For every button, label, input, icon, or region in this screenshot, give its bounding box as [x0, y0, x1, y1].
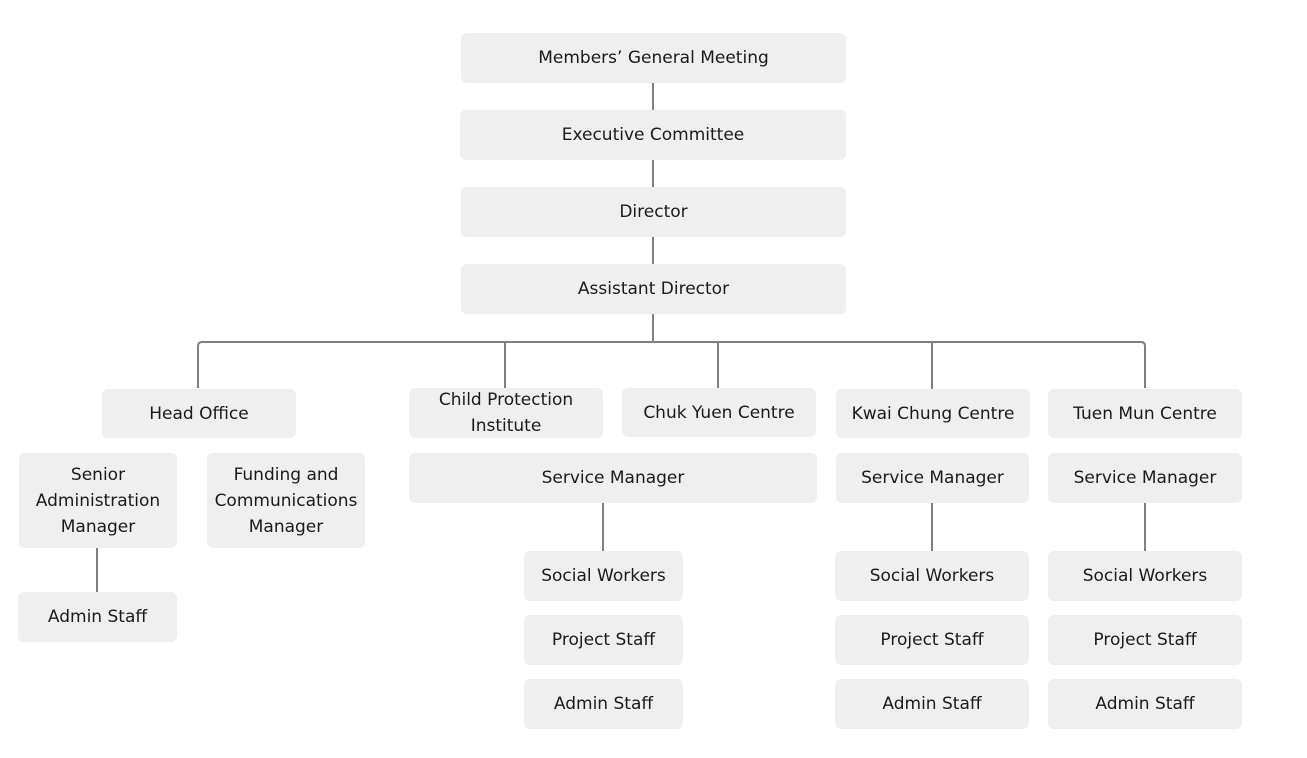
head-office-node: Head Office	[102, 389, 296, 438]
assistant-director-label: Assistant Director	[577, 279, 730, 299]
child-protection-institute-label: Child Protection Institute	[438, 390, 574, 436]
funding-communications-manager-node: Funding and Communications Manager	[207, 453, 365, 548]
executive-committee-node: Executive Committee	[460, 110, 846, 160]
tuen-mun-admin-staff-node: Admin Staff	[1048, 679, 1242, 729]
cpi-chuk-yuen-social-workers-label: Social Workers	[541, 566, 666, 586]
tuen-mun-service-manager-label: Service Manager	[1073, 468, 1217, 488]
funding-communications-manager-label: Funding and Communications Manager	[214, 464, 358, 537]
kwai-chung-service-manager-label: Service Manager	[861, 468, 1004, 488]
members-general-meeting-node: Members’ General Meeting	[461, 33, 846, 83]
tuen-mun-project-staff-label: Project Staff	[1093, 630, 1197, 650]
tuen-mun-project-staff-node: Project Staff	[1048, 615, 1242, 665]
members-general-meeting-label: Members’ General Meeting	[538, 48, 769, 68]
director-node: Director	[461, 187, 846, 237]
kwai-chung-project-staff-label: Project Staff	[880, 630, 984, 650]
kwai-chung-project-staff-node: Project Staff	[835, 615, 1029, 665]
tuen-mun-social-workers-label: Social Workers	[1082, 566, 1208, 586]
cpi-chuk-yuen-admin-staff-label: Admin Staff	[553, 694, 654, 714]
tuen-mun-centre-node: Tuen Mun Centre	[1048, 389, 1242, 438]
head-office-admin-staff-label: Admin Staff	[47, 607, 148, 627]
kwai-chung-centre-label: Kwai Chung Centre	[851, 403, 1015, 424]
kwai-chung-social-workers-label: Social Workers	[869, 566, 995, 586]
kwai-chung-admin-staff-node: Admin Staff	[835, 679, 1029, 729]
connector-bus	[197, 341, 1146, 388]
kwai-chung-social-workers-node: Social Workers	[835, 551, 1029, 601]
child-protection-institute-node: Child Protection Institute	[409, 388, 603, 438]
executive-committee-label: Executive Committee	[561, 125, 745, 145]
cpi-chuk-yuen-social-workers-node: Social Workers	[524, 551, 683, 601]
kwai-chung-admin-staff-label: Admin Staff	[882, 694, 982, 714]
tuen-mun-service-manager-node: Service Manager	[1048, 453, 1242, 503]
kwai-chung-service-manager-node: Service Manager	[836, 453, 1029, 503]
kwai-chung-centre-node: Kwai Chung Centre	[836, 389, 1030, 438]
senior-administration-manager-node: Senior Administration Manager	[19, 453, 177, 548]
head-office-admin-staff-node: Admin Staff	[18, 592, 177, 642]
tuen-mun-centre-label: Tuen Mun Centre	[1073, 403, 1217, 424]
tuen-mun-social-workers-node: Social Workers	[1048, 551, 1242, 601]
director-label: Director	[619, 202, 688, 222]
chuk-yuen-centre-label: Chuk Yuen Centre	[643, 402, 795, 423]
assistant-director-node: Assistant Director	[461, 264, 846, 314]
cpi-chuk-yuen-service-manager-node: Service Manager	[409, 453, 817, 503]
cpi-chuk-yuen-service-manager-label: Service Manager	[541, 468, 685, 488]
cpi-chuk-yuen-admin-staff-node: Admin Staff	[524, 679, 683, 729]
chuk-yuen-centre-node: Chuk Yuen Centre	[622, 388, 816, 437]
cpi-chuk-yuen-project-staff-node: Project Staff	[524, 615, 683, 665]
cpi-chuk-yuen-project-staff-label: Project Staff	[551, 630, 656, 650]
head-office-label: Head Office	[149, 403, 249, 424]
senior-administration-manager-label: Senior Administration Manager	[35, 464, 161, 537]
tuen-mun-admin-staff-label: Admin Staff	[1095, 694, 1195, 714]
